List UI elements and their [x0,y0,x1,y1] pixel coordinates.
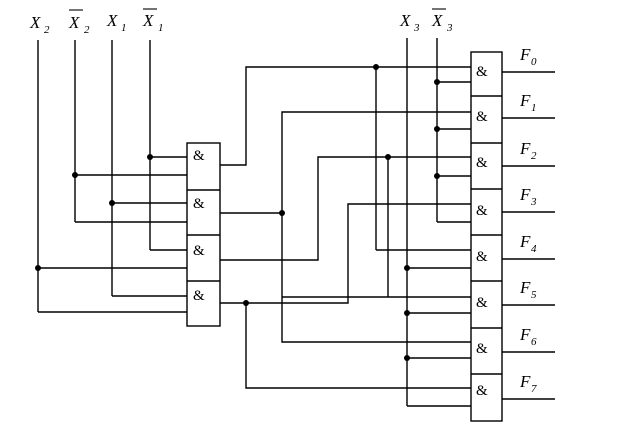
junction-dot [35,265,41,271]
svg-text:F: F [519,278,531,297]
junction-dot [434,173,440,179]
and-symbol: & [476,155,488,171]
svg-text:X: X [431,11,443,30]
junction-dot [404,310,410,316]
and-symbol: & [476,341,488,357]
input-label-x2: X 2 [29,13,50,36]
svg-text:2: 2 [84,24,90,36]
junction-dot [109,200,115,206]
svg-text:5: 5 [531,289,537,301]
svg-text:F: F [519,45,531,64]
input-label-x1: X 1 [106,11,127,34]
svg-text:1: 1 [158,22,164,34]
wire-p1-down [281,213,471,343]
output-label-f2: F 2 [519,139,537,162]
svg-text:0: 0 [531,56,537,68]
output-label-f0: F 0 [519,45,537,68]
junction-dot [373,64,379,70]
and-symbol: & [193,243,205,259]
svg-text:1: 1 [531,102,537,114]
junction-dots [35,64,440,361]
and-symbol: & [476,64,488,80]
output-label-f4: F 4 [519,232,537,255]
and-symbol: & [193,288,205,304]
svg-text:X: X [399,11,411,30]
svg-text:1: 1 [121,22,127,34]
junction-dot [434,79,440,85]
junction-dot [72,172,78,178]
wire-p2 [220,156,471,261]
input-label-x2-not: X 2 [68,9,90,36]
svg-text:F: F [519,91,531,110]
output-label-f7: F 7 [519,372,537,395]
svg-text:3: 3 [446,22,453,34]
output-label-f5: F 5 [519,278,537,301]
input-label-x3: X 3 [399,11,420,34]
wire-p0 [220,66,471,166]
junction-dot [243,300,249,306]
svg-text:F: F [519,185,531,204]
svg-text:3: 3 [530,196,537,208]
and-symbol: & [476,203,488,219]
input-label-x3-not: X 3 [431,8,453,34]
svg-text:2: 2 [531,150,537,162]
svg-text:3: 3 [413,22,420,34]
junction-dot [404,265,410,271]
junction-dot [279,210,285,216]
svg-text:X: X [29,13,41,32]
output-label-f1: F 1 [519,91,537,114]
output-label-f3: F 3 [519,185,537,208]
and-symbol: & [476,109,488,125]
and-symbol: & [193,148,205,164]
wire-p3 [220,203,471,304]
svg-text:F: F [519,325,531,344]
input-label-x1-not: X 1 [142,8,164,34]
and-symbol: & [193,196,205,212]
and-symbol: & [476,383,488,399]
svg-text:F: F [519,232,531,251]
junction-dot [147,154,153,160]
junction-dot [434,126,440,132]
svg-text:F: F [519,139,531,158]
and-gate-stage2: & & & & & & & & [470,51,503,422]
wire-p1 [220,111,471,214]
junction-dot [385,154,391,160]
svg-text:X: X [68,13,80,32]
svg-text:F: F [519,372,531,391]
svg-text:2: 2 [44,24,50,36]
wire-p3-down [245,303,471,389]
and-symbol: & [476,249,488,265]
and-symbol: & [476,295,488,311]
svg-text:X: X [142,11,154,30]
svg-text:7: 7 [531,383,537,395]
svg-text:4: 4 [531,243,537,255]
svg-text:6: 6 [531,336,537,348]
svg-text:X: X [106,11,118,30]
junction-dot [404,355,410,361]
and-gate-stage1: & & & & [186,142,221,327]
output-label-f6: F 6 [519,325,537,348]
